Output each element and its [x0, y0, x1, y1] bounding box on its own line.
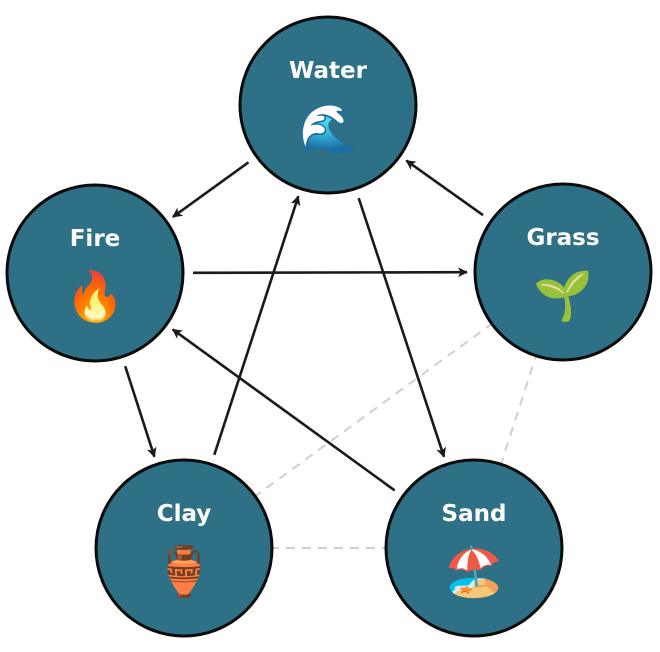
node-fire: Fire 🔥 [5, 183, 185, 363]
node-water: Water 🌊 [238, 15, 418, 195]
arrow-clay-to-water [213, 195, 301, 456]
node-label-grass: Grass [526, 225, 599, 251]
node-label-water: Water [289, 58, 368, 84]
edges-layer [123, 159, 538, 549]
water-wave-icon: 🌊 [298, 101, 358, 157]
arrow-sand-to-fire [171, 328, 396, 492]
node-label-clay: Clay [157, 501, 212, 527]
arrow-water-to-fire [172, 161, 250, 218]
arrow-grass-to-water [405, 159, 484, 217]
dashed-link-clay-grass [252, 321, 495, 499]
node-circle-water [238, 15, 418, 195]
amphora-icon: 🏺 [154, 544, 214, 600]
node-label-fire: Fire [70, 226, 121, 252]
arrow-fire-to-grass [192, 267, 468, 278]
dashed-link-sand-grass [499, 353, 538, 467]
node-circle-fire [5, 183, 185, 363]
node-circle-grass [473, 182, 653, 362]
node-sand: Sand 🏖️ [384, 458, 564, 638]
seedling-icon: 🌱 [533, 268, 593, 324]
fire-icon: 🔥 [65, 269, 125, 325]
node-circle-clay [94, 458, 274, 638]
nodes-layer: Water 🌊 Fire 🔥 Grass 🌱 Clay 🏺 Sand 🏖️ [5, 15, 653, 638]
arrow-water-to-sand [357, 197, 446, 458]
beach-umbrella-icon: 🏖️ [444, 544, 504, 600]
node-clay: Clay 🏺 [94, 458, 274, 638]
node-grass: Grass 🌱 [473, 182, 653, 362]
node-circle-sand [384, 458, 564, 638]
arrow-fire-to-clay [123, 365, 157, 458]
node-label-sand: Sand [442, 501, 507, 527]
